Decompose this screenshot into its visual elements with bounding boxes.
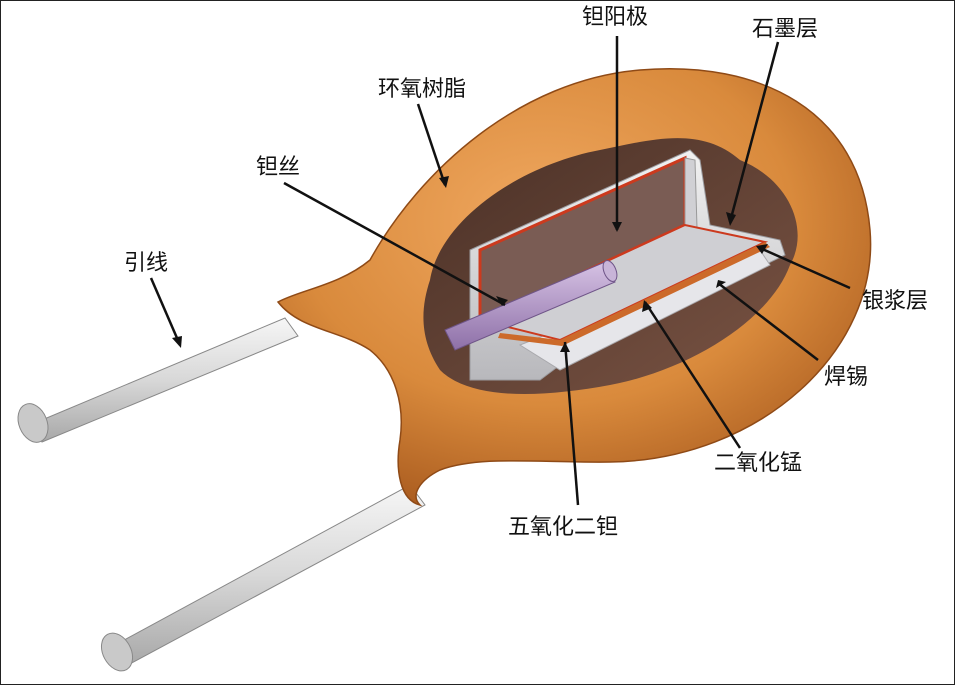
label-lead-wire: 引线 bbox=[124, 251, 168, 276]
leader-epoxy-resin bbox=[416, 103, 447, 186]
label-solder: 焊锡 bbox=[824, 365, 868, 390]
label-tantalum-anode: 钽阳极 bbox=[582, 5, 648, 30]
labels: 钽阳极 石墨层 环氧树脂 钽丝 引线 银浆层 焊锡 二氧化锰 五氧化二钽 bbox=[124, 5, 928, 540]
label-tantalum-wire: 钽丝 bbox=[256, 155, 300, 180]
label-manganese-dioxide: 二氧化锰 bbox=[714, 451, 802, 476]
upper-lead bbox=[29, 317, 299, 443]
graphite-rim bbox=[684, 157, 698, 229]
label-graphite-layer: 石墨层 bbox=[752, 17, 818, 42]
lower-lead-end bbox=[100, 632, 134, 672]
label-epoxy-resin: 环氧树脂 bbox=[378, 77, 466, 102]
lead-wires bbox=[17, 317, 426, 672]
leader-tantalum-wire bbox=[283, 181, 506, 307]
leader-graphite-layer bbox=[728, 41, 780, 223]
leader-tantalum-pentoxide bbox=[563, 341, 580, 506]
leader-solder bbox=[717, 282, 819, 361]
label-tantalum-pentoxide: 五氧化二钽 bbox=[508, 515, 618, 540]
leader-silver-paste-layer bbox=[759, 246, 851, 290]
leader-lead-wire bbox=[149, 277, 182, 346]
lower-lead bbox=[114, 484, 426, 666]
leader-manganese-dioxide bbox=[643, 301, 742, 449]
label-silver-paste-layer: 银浆层 bbox=[862, 289, 928, 314]
tantalum-wire bbox=[444, 260, 618, 351]
leader-lines bbox=[149, 36, 851, 506]
upper-lead-end bbox=[17, 403, 49, 443]
leader-arrowheads bbox=[172, 176, 768, 352]
